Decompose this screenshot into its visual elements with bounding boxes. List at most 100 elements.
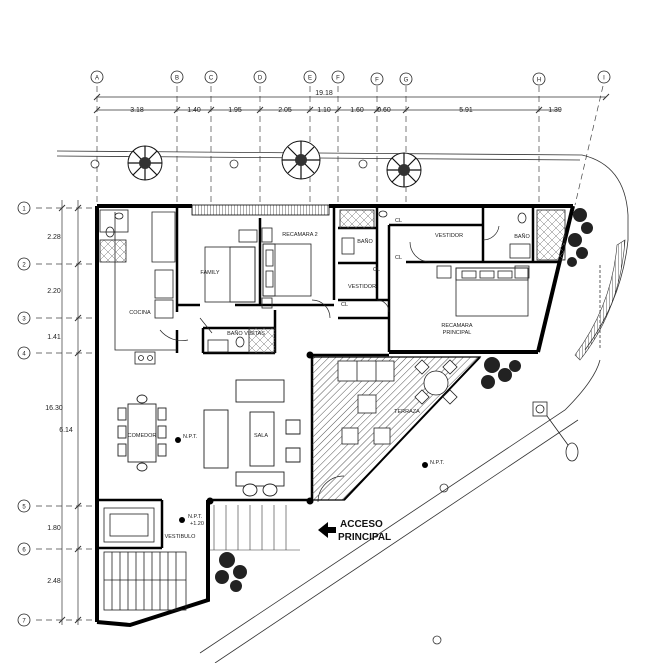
svg-text:D: D	[258, 76, 263, 82]
grid-bubble-5: 5	[17, 499, 31, 513]
svg-text:1.95: 1.95	[228, 107, 242, 114]
svg-text:F: F	[336, 76, 340, 82]
svg-text:G: G	[404, 78, 409, 84]
top-glazing	[191, 204, 330, 216]
svg-text:I: I	[603, 76, 605, 82]
grid-bubble-1: 1	[17, 201, 31, 215]
svg-text:1.39: 1.39	[548, 107, 562, 114]
level-marker-vestibulo: N.P.T. +1.20	[179, 514, 204, 527]
grid-bubble-h: H	[532, 72, 546, 86]
tree-icon	[281, 140, 321, 180]
main-entrance-arrow-icon	[318, 522, 336, 538]
overall-width-label: 19.18	[315, 90, 333, 97]
svg-text:1.60: 1.60	[350, 107, 364, 114]
room-label-terraza: TERRAZA	[394, 409, 420, 415]
terrace-deck	[311, 356, 482, 501]
grid-bubble-f1: F	[331, 70, 345, 84]
svg-text:N.P.T.: N.P.T.	[183, 434, 198, 440]
svg-text:2.20: 2.20	[47, 288, 61, 295]
stairs	[103, 551, 187, 611]
room-label-bano-principal: BAÑO	[514, 233, 530, 240]
grid-bubble-2: 2	[17, 257, 31, 271]
street-lamps	[90, 159, 449, 645]
entry-ramp	[210, 505, 300, 551]
grid-bubble-a: A	[90, 70, 104, 84]
left-dimensions	[58, 200, 82, 625]
svg-text:2.48: 2.48	[47, 578, 61, 585]
svg-text:1.80: 1.80	[47, 525, 61, 532]
living-set	[203, 379, 301, 497]
grid-row-bubbles: 1 2 3 4 5 6 7	[17, 201, 31, 627]
inner-height-label: 6.14	[59, 427, 73, 434]
room-label-vestidor-principal: VESTIDOR	[435, 233, 463, 239]
room-label-cl-4: CL	[341, 302, 348, 308]
grid-bubble-d: D	[253, 70, 267, 84]
svg-text:1.40: 1.40	[187, 107, 201, 114]
room-label-bano-visitas: BAÑO VISITAS	[227, 330, 265, 337]
overall-height-label: 16.30	[45, 405, 63, 412]
svg-text:ACCESO: ACCESO	[340, 519, 383, 530]
grid-bubble-g: G	[399, 72, 413, 86]
svg-text:6: 6	[22, 548, 26, 554]
bathroom-fixtures	[99, 209, 566, 354]
kitchen-cabinets	[114, 211, 177, 365]
svg-text:A: A	[95, 76, 99, 82]
svg-text:N.P.T.: N.P.T.	[188, 514, 203, 520]
room-label-cl-1: CL	[395, 218, 402, 224]
vestibulo-furniture	[103, 507, 155, 543]
svg-text:C: C	[209, 76, 214, 82]
room-label-sala: SALA	[254, 433, 268, 439]
level-marker-comedor: N.P.T.	[175, 434, 198, 443]
top-dimensions	[93, 93, 610, 114]
svg-text:1.41: 1.41	[47, 334, 61, 341]
svg-text:5.91: 5.91	[459, 107, 473, 114]
svg-text:N.P.T.: N.P.T.	[430, 460, 445, 466]
room-label-cl-3: CL	[395, 255, 402, 261]
room-labels: RECAMARA 2 FAMILY COCINA BAÑO VISITAS BA…	[128, 218, 531, 540]
level-marker-exterior: N.P.T.	[422, 460, 445, 468]
bed-recamara2	[261, 227, 312, 309]
svg-text:2: 2	[22, 263, 26, 269]
svg-text:F: F	[375, 78, 379, 84]
room-label-cocina: COCINA	[129, 310, 151, 316]
grid-bubble-e: E	[303, 70, 317, 84]
shrub-icon	[567, 208, 593, 267]
room-label-vestidor: VESTIDOR	[348, 284, 376, 290]
structural-columns	[206, 351, 314, 505]
level-markers: N.P.T. N.P.T. +1.20 N.P.T.	[175, 434, 445, 527]
site-fixture	[532, 401, 579, 462]
terrace-furniture	[337, 359, 458, 445]
grid-bubble-b: B	[170, 70, 184, 84]
room-label-comedor: COMEDOR	[128, 433, 157, 439]
svg-text:2.28: 2.28	[47, 234, 61, 241]
svg-text:4: 4	[22, 352, 26, 358]
grid-bubble-4: 4	[17, 346, 31, 360]
room-label-cl-2: CL	[373, 267, 380, 273]
top-dimension-labels: 19.18 3.18 1.40 1.95 2.05 1.10 1.60 0.60…	[130, 90, 562, 114]
svg-text:7: 7	[22, 619, 26, 625]
tree-icon	[127, 145, 163, 181]
svg-text:5: 5	[22, 505, 26, 511]
shrub-icon	[215, 552, 247, 592]
dining-set	[117, 394, 167, 472]
curb-hatch	[574, 239, 626, 361]
grid-bubble-i: I	[597, 70, 611, 84]
grid-lines	[36, 85, 604, 621]
room-label-family: FAMILY	[200, 270, 219, 276]
grid-bubble-c: C	[204, 70, 218, 84]
svg-text:0.60: 0.60	[377, 107, 391, 114]
svg-text:1.10: 1.10	[317, 107, 331, 114]
room-label-recamara2: RECAMARA 2	[282, 232, 317, 238]
room-label-bano: BAÑO	[357, 238, 373, 245]
svg-text:2.05: 2.05	[278, 107, 292, 114]
shrub-icon	[481, 357, 521, 389]
svg-text:3: 3	[22, 317, 26, 323]
svg-text:B: B	[175, 76, 179, 82]
svg-text:E: E	[308, 76, 312, 82]
grid-bubble-7: 7	[17, 613, 31, 627]
tree-icon	[386, 152, 422, 188]
grid-bubble-6: 6	[17, 542, 31, 556]
room-label-recamara-principal: RECAMARA	[441, 323, 473, 329]
